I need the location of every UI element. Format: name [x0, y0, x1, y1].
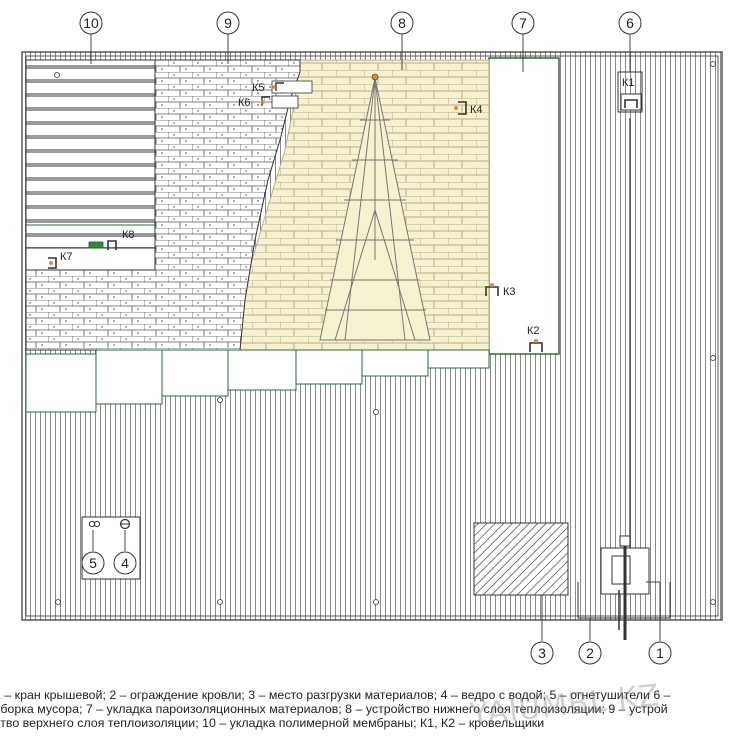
callout-10: 10	[83, 15, 99, 31]
legend-line-3: ство верхнего слоя теплоизоляции; 10 – у…	[0, 716, 545, 730]
fan-top-point	[371, 73, 379, 81]
callout-leaders	[90, 34, 661, 641]
water-bucket-icon	[119, 518, 131, 530]
callout-8: 8	[398, 15, 406, 31]
worker-label-k5: К5	[252, 82, 265, 94]
worker-k4-icon	[454, 101, 467, 115]
insulation-fan	[319, 77, 431, 341]
callout-9: 9	[224, 15, 232, 31]
unloading-area	[473, 522, 569, 596]
legend-line-2: уборка мусора; 7 – укладка пароизоляцион…	[0, 702, 668, 716]
callout-circles	[79, 11, 672, 665]
worker-label-k6: К6	[238, 97, 251, 109]
callout-6: 6	[626, 15, 634, 31]
worker-k2-icon	[529, 339, 543, 352]
membrane-edge	[25, 247, 156, 271]
worker-k1-icon	[620, 93, 642, 111]
worker-label-k8: К8	[122, 229, 135, 241]
worker-label-k7: К7	[60, 251, 73, 263]
callout-2: 2	[586, 645, 594, 661]
vapor-barrier-strip	[488, 57, 560, 355]
worker-label-k3: К3	[503, 286, 516, 298]
polymer-membrane	[25, 59, 156, 271]
callout-7: 7	[519, 15, 527, 31]
worker-k3-icon	[485, 283, 499, 296]
legend: 1 – кран крышевой; 2 – ограждение кровли…	[0, 688, 742, 730]
roof-crane	[600, 535, 650, 640]
callout-1: 1	[656, 645, 664, 661]
worker-label-k1: К1	[622, 77, 635, 89]
callout-5: 5	[89, 555, 97, 571]
roof-fence-segment	[577, 582, 671, 619]
callout-3: 3	[538, 645, 546, 661]
fire-extinguisher-icon	[88, 520, 101, 528]
worker-k8-icon	[88, 240, 117, 250]
worker-label-k2: К2	[527, 325, 540, 337]
callout-4: 4	[121, 555, 129, 571]
stepped-boards	[25, 349, 490, 413]
worker-k6-icon	[261, 95, 299, 109]
worker-label-k4: К4	[470, 104, 483, 116]
membrane-marker	[54, 72, 60, 78]
worker-k5-icon	[271, 80, 313, 94]
worker-k7-icon	[48, 257, 57, 269]
legend-line-1: 1 – кран крышевой; 2 – ограждение кровли…	[0, 688, 671, 702]
roof-fasteners	[55, 61, 716, 605]
